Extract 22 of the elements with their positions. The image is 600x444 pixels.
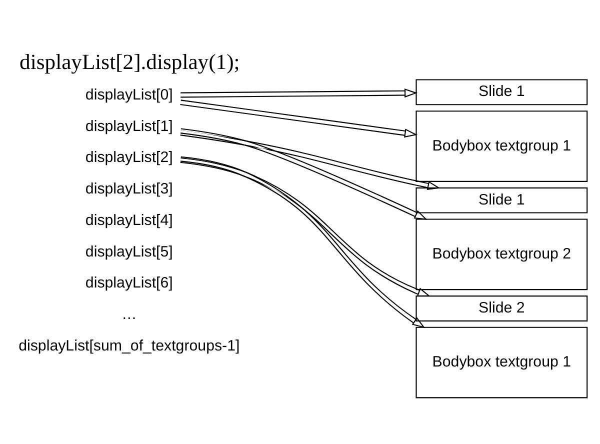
- arrow: [180, 99, 418, 138]
- node-text: displayList[0]: [85, 86, 173, 103]
- node-box: Slide 2: [416, 294, 588, 321]
- label: displayList[5]: [85, 242, 173, 260]
- node-text: displayList[1]: [85, 117, 173, 134]
- arrow: [180, 130, 440, 190]
- node-box: Bodybox textgroup 2: [416, 218, 588, 290]
- arrow: [180, 128, 428, 220]
- node-box: Slide 1: [416, 186, 588, 213]
- node-box: Slide 1: [416, 78, 588, 105]
- node-text: displayList[2]: [85, 148, 173, 166]
- label: displayList[sum_of_textgroups-1]: [18, 336, 240, 354]
- diagram-title: displayList[2].display(1);: [20, 49, 240, 74]
- node-box: Bodybox textgroup 1: [416, 326, 588, 398]
- label: …: [122, 305, 137, 322]
- arrow: [180, 88, 418, 98]
- arrow: [180, 157, 431, 296]
- arrow: [180, 156, 426, 328]
- label: displayList[6]: [85, 274, 173, 292]
- label: displayList[4]: [85, 211, 173, 228]
- node-box: Bodybox textgroup 1: [416, 110, 588, 182]
- label: displayList[3]: [85, 180, 173, 198]
